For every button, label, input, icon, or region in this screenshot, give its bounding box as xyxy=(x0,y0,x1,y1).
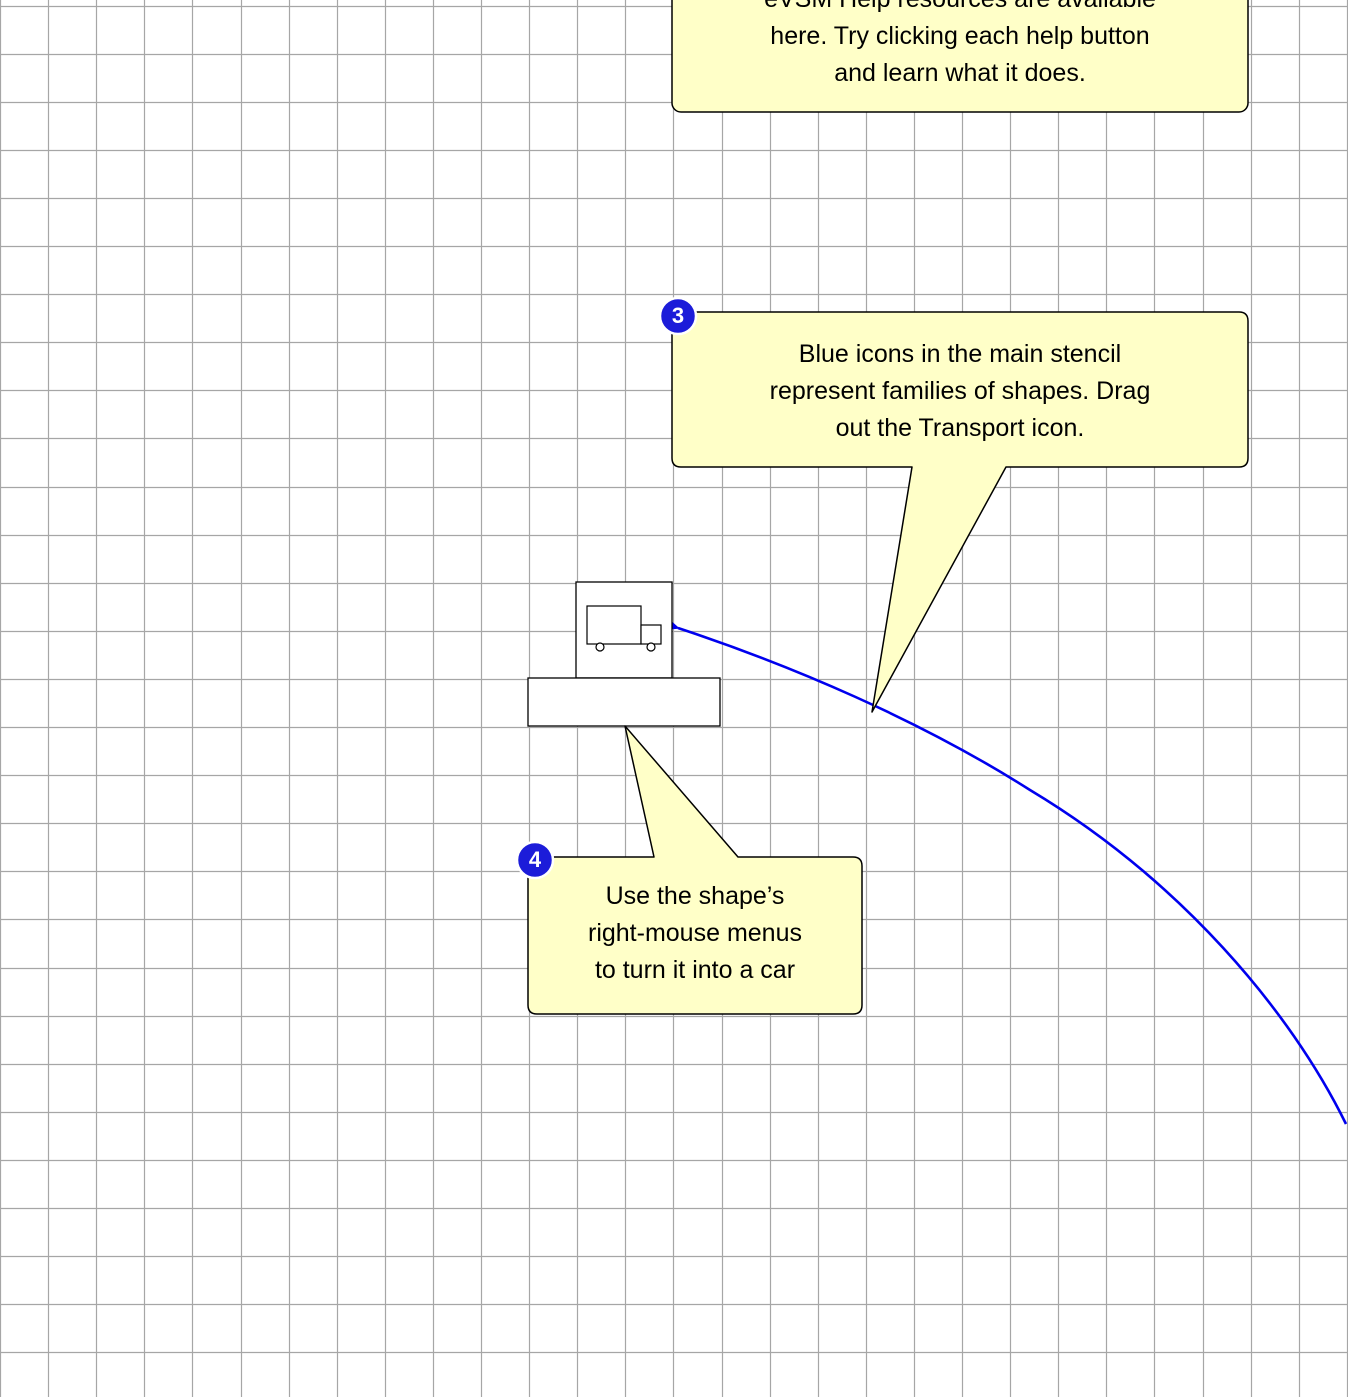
callout-step-4-line-3: to turn it into a car xyxy=(594,956,796,984)
badge-step-3-number: 3 xyxy=(671,303,685,328)
badge-step-4-number: 4 xyxy=(528,847,542,872)
callout-step-3-line-1: Blue icons in the main stencil xyxy=(798,340,1122,368)
callout-help-line-1: eVSM Help resources are available xyxy=(672,0,1248,18)
transport-shape[interactable] xyxy=(527,581,721,727)
badge-step-4 xyxy=(515,840,555,880)
drag-arrow xyxy=(664,618,1348,1125)
callout-help-text: eVSM Help resources are available here. … xyxy=(672,0,1248,92)
badge-step-3 xyxy=(658,296,698,336)
callout-step-4-line-1: Use the shape’s xyxy=(605,882,785,910)
callout-step-4-line-2: right-mouse menus xyxy=(588,919,802,947)
callout-help-resources xyxy=(671,0,1249,113)
callout-step-3-text: Blue icons in the main stencil represent… xyxy=(672,336,1248,447)
callout-step-3-line-2: represent families of shapes. Drag xyxy=(769,377,1151,405)
callout-help-line-3: and learn what it does. xyxy=(834,59,1086,87)
callout-step-3-line-3: out the Transport icon. xyxy=(835,414,1085,442)
callout-step-4-text: Use the shape’s right-mouse menus to tur… xyxy=(528,878,862,989)
transport-data-box xyxy=(527,677,721,727)
callout-help-line-2: here. Try clicking each help button xyxy=(770,22,1150,50)
truck-icon xyxy=(586,605,662,652)
